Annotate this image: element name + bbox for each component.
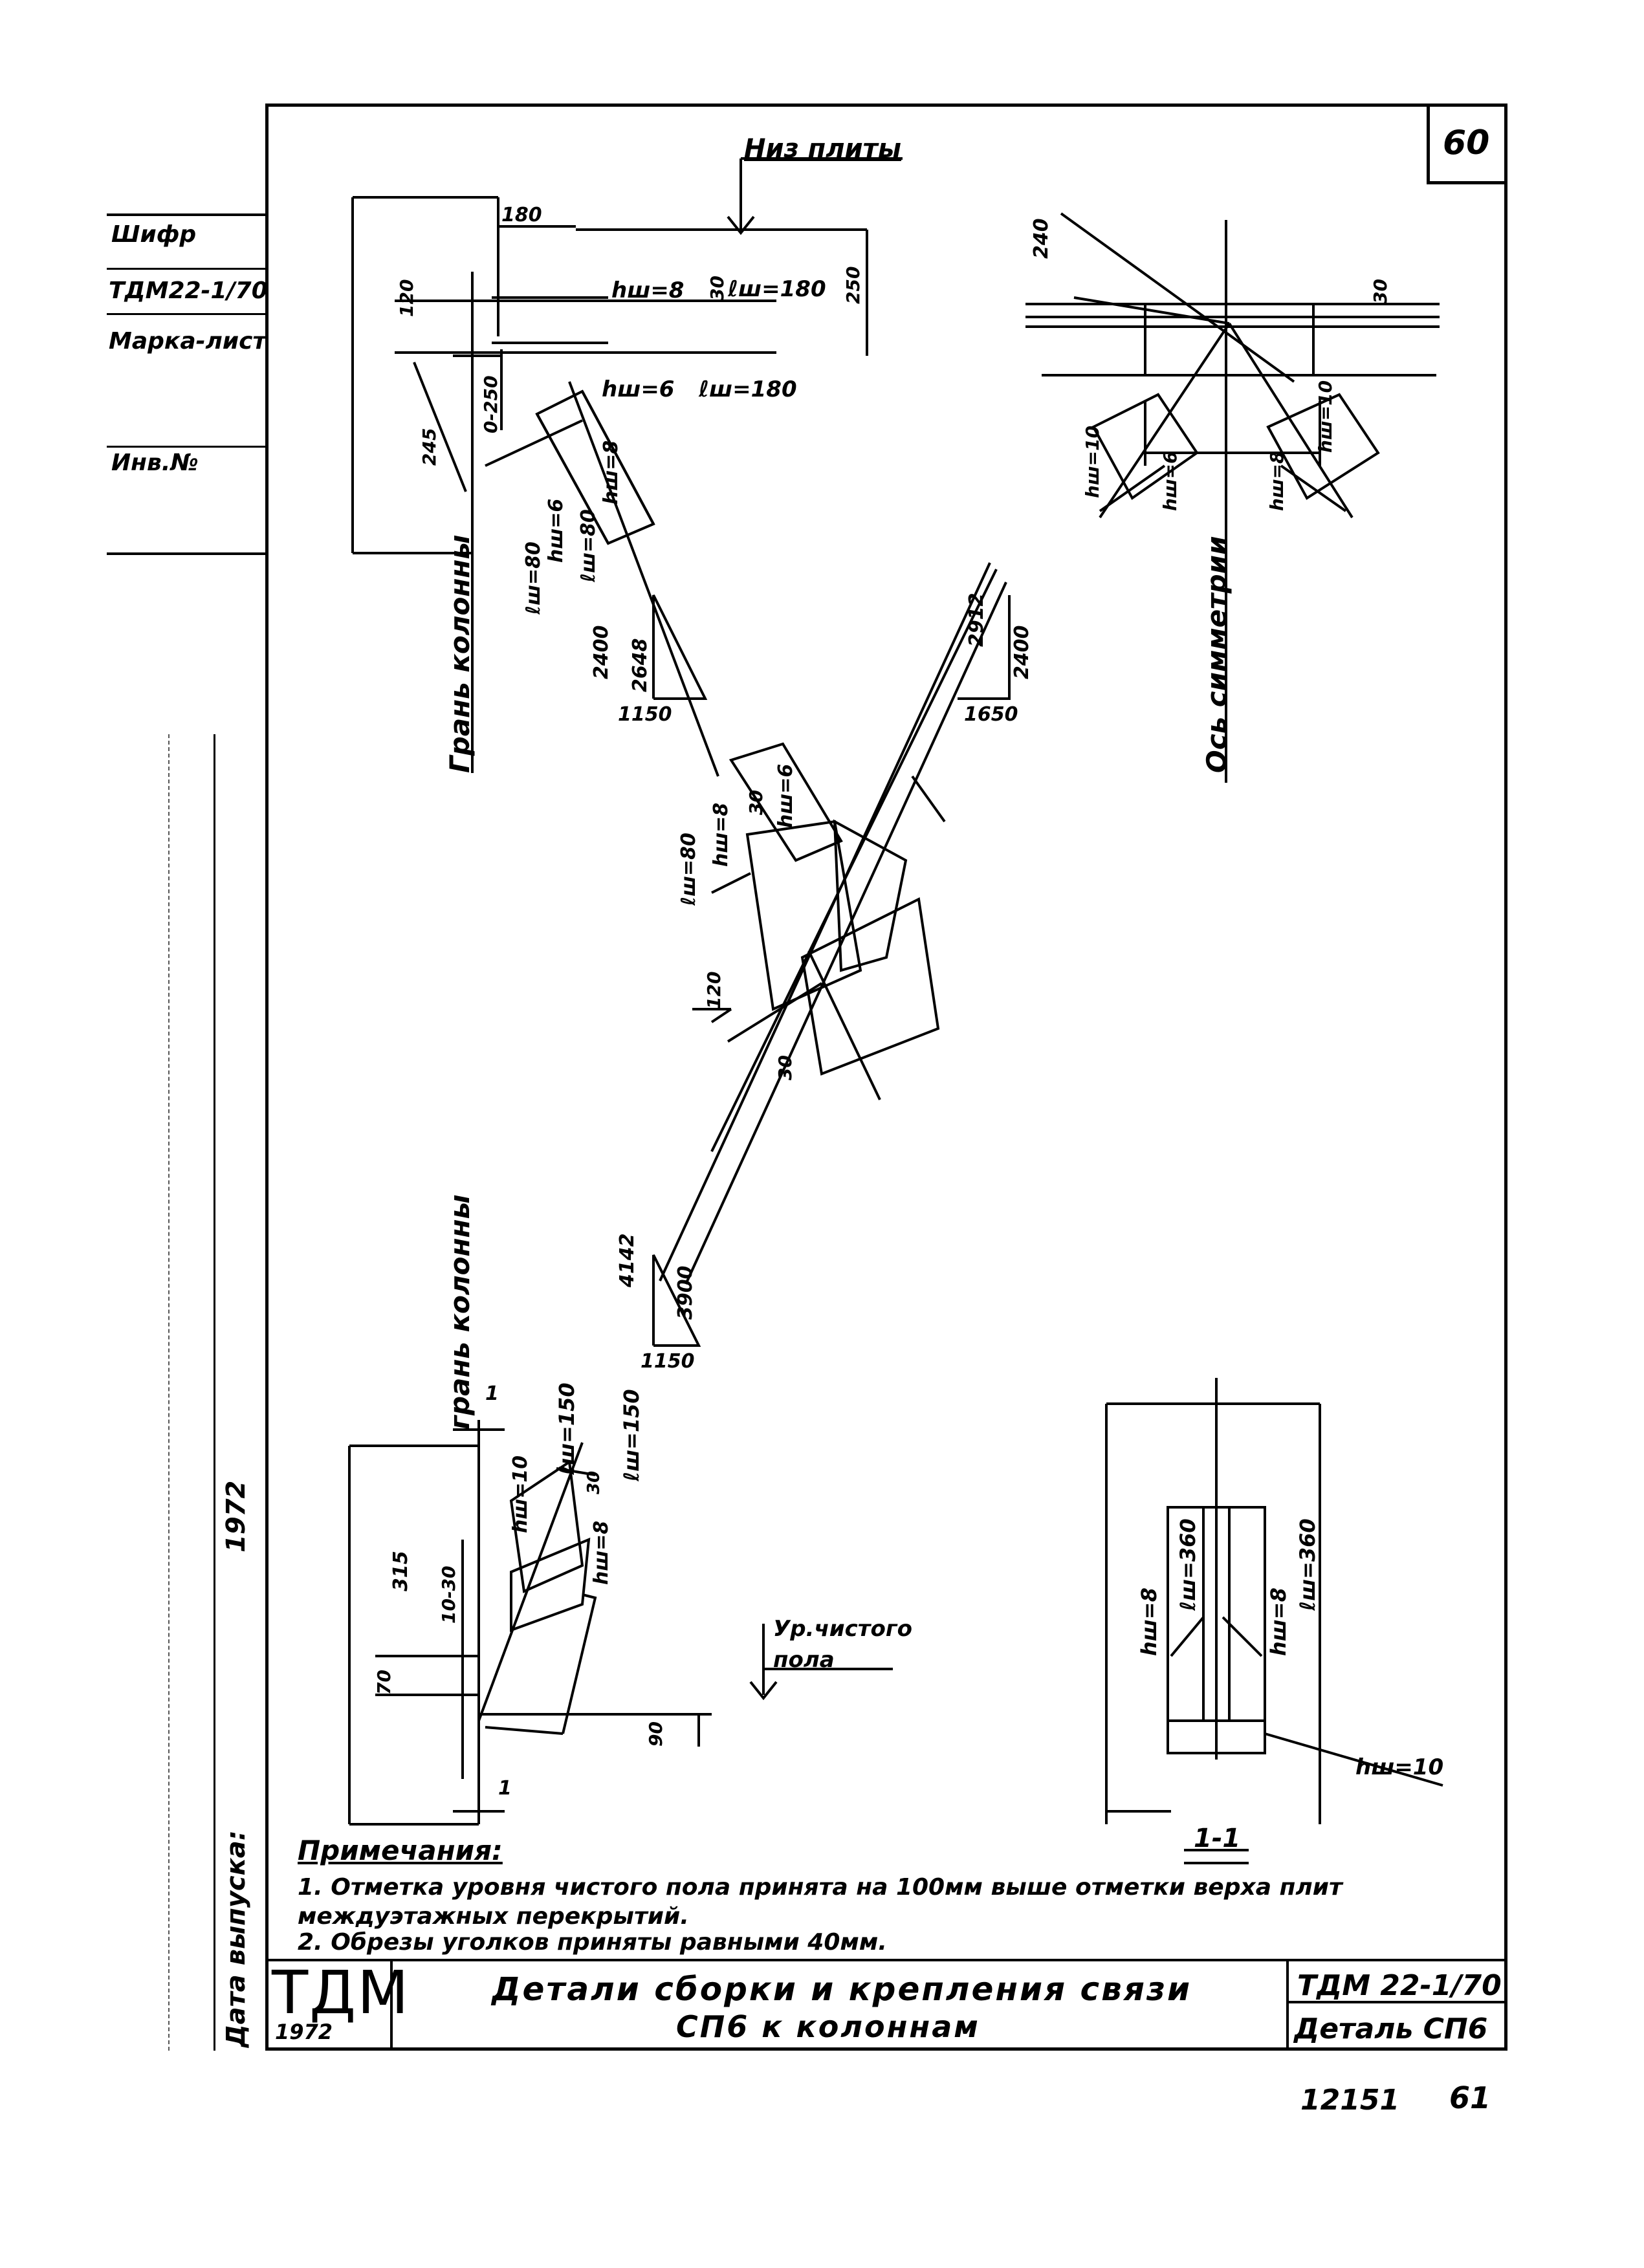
date-strip-inner bbox=[168, 734, 215, 2051]
title-line1: Детали сборки и крепления связи bbox=[492, 1970, 1192, 2008]
shifr-label: Шифр bbox=[111, 221, 197, 248]
weld-lw180-mid: ℓш=180 bbox=[699, 376, 797, 402]
weld-hw6-diag: hш=6 bbox=[545, 498, 567, 563]
footer-number: 12151 bbox=[1300, 2084, 1400, 2117]
note-1: 1. Отметка уровня чистого пола принята н… bbox=[298, 1874, 1343, 1930]
dim-240: 240 bbox=[1030, 218, 1053, 259]
logo-year: 1972 bbox=[275, 2020, 333, 2044]
shifr-value: ТДМ22-1/70 bbox=[109, 278, 268, 304]
sheet-number: 60 bbox=[1443, 124, 1490, 162]
dim-10-30: 10-30 bbox=[438, 1565, 459, 1624]
footer-page: 61 bbox=[1449, 2080, 1491, 2115]
weld-lw80-center: ℓш=80 bbox=[677, 833, 700, 906]
dim-30-right: 30 bbox=[1370, 279, 1391, 304]
weld-hw8-bl: hш=8 bbox=[590, 1520, 613, 1585]
section-title: 1-1 bbox=[1194, 1824, 1241, 1853]
dim-4142: 4142 bbox=[616, 1233, 639, 1288]
notes-heading: Примечания: bbox=[298, 1835, 503, 1866]
weld-lw150-b: ℓш=150 bbox=[619, 1389, 644, 1481]
dim-180: 180 bbox=[501, 204, 542, 226]
title-line2: СП6 к колоннам bbox=[676, 2009, 980, 2044]
dim-1150-top: 1150 bbox=[618, 703, 672, 726]
date-strip bbox=[214, 734, 267, 2051]
dim-0-250: 0-250 bbox=[480, 375, 501, 433]
dim-3900: 3900 bbox=[674, 1265, 697, 1320]
weld-hw10-right: hш=10 bbox=[1315, 380, 1336, 453]
dim-30-top: 30 bbox=[707, 276, 728, 301]
dim-250: 250 bbox=[842, 266, 864, 304]
section-mark-bottom: 1 bbox=[498, 1777, 512, 1800]
weld-lw150-a: ℓш=150 bbox=[554, 1382, 579, 1475]
weld-hw6: hш=6 bbox=[602, 376, 675, 402]
weld-hw8-s2: hш=8 bbox=[1266, 1587, 1291, 1656]
weld-hw10-s: hш=10 bbox=[1355, 1754, 1444, 1780]
dim-315: 315 bbox=[389, 1551, 412, 1591]
dim-1150-bottom: 1150 bbox=[641, 1350, 695, 1373]
dim-1650: 1650 bbox=[964, 703, 1018, 726]
dim-2400-center: 2400 bbox=[1011, 625, 1033, 680]
weld-hw8-diag: hш=8 bbox=[600, 440, 622, 505]
level-label: Низ плиты bbox=[744, 134, 901, 164]
dim-245: 245 bbox=[419, 428, 440, 466]
symmetry-axis-label: Ось симметрии bbox=[1201, 536, 1233, 773]
weld-hw8-s1: hш=8 bbox=[1137, 1587, 1161, 1656]
dim-90: 90 bbox=[645, 1721, 666, 1747]
weld-hw8-right: hш=8 bbox=[1266, 451, 1288, 511]
column-face-label: Грань колонны bbox=[444, 534, 476, 773]
weld-hw6-right: hш=6 bbox=[1159, 451, 1181, 511]
dim-30-bl: 30 bbox=[584, 1470, 604, 1494]
marka-label: Марка-лист bbox=[109, 328, 267, 354]
weld-lw80-diag: ℓш=80 bbox=[577, 509, 600, 582]
dim-2912: 2912 bbox=[965, 593, 988, 648]
dim-2400: 2400 bbox=[590, 625, 613, 680]
dim-30-bottom: 30 bbox=[774, 1055, 796, 1080]
stamp-column bbox=[107, 213, 265, 555]
weld-hw6-center: hш=6 bbox=[774, 763, 797, 828]
sheet-number-box bbox=[1427, 104, 1507, 184]
dim-2648: 2648 bbox=[629, 638, 652, 693]
dim-70: 70 bbox=[373, 1670, 395, 1695]
weld-lw80-diag2: ℓш=80 bbox=[522, 541, 545, 615]
inv-label: Инв.№ bbox=[111, 450, 199, 476]
column-face-label-bottom: грань колонны bbox=[444, 1194, 476, 1430]
weld-lw360-s2: ℓш=360 bbox=[1295, 1518, 1320, 1611]
weld-hw10-bl: hш=10 bbox=[509, 1455, 532, 1533]
sheet-frame bbox=[265, 104, 1507, 2051]
detail-name: Деталь СП6 bbox=[1294, 2012, 1488, 2045]
weld-lw360-s1: ℓш=360 bbox=[1176, 1518, 1200, 1611]
weld-hw10-left: hш=10 bbox=[1082, 425, 1103, 498]
floor-level-label: Ур.чистого пола bbox=[773, 1616, 912, 1673]
weld-hw8-center: hш=8 bbox=[710, 802, 732, 867]
doc-code: ТДМ 22-1/70 bbox=[1297, 1969, 1502, 2002]
section-mark-top: 1 bbox=[485, 1382, 499, 1405]
weld-lw180-top: ℓш=180 bbox=[728, 276, 826, 302]
dim-30-center: 30 bbox=[745, 790, 767, 815]
dim-120: 120 bbox=[396, 279, 417, 317]
logo: ТДМ bbox=[272, 1958, 410, 2027]
dim-120-center: 120 bbox=[703, 971, 725, 1009]
note-2: 2. Обрезы уголков приняты равными 40мм. bbox=[298, 1929, 887, 1956]
weld-hw8-top: hш=8 bbox=[611, 278, 685, 303]
